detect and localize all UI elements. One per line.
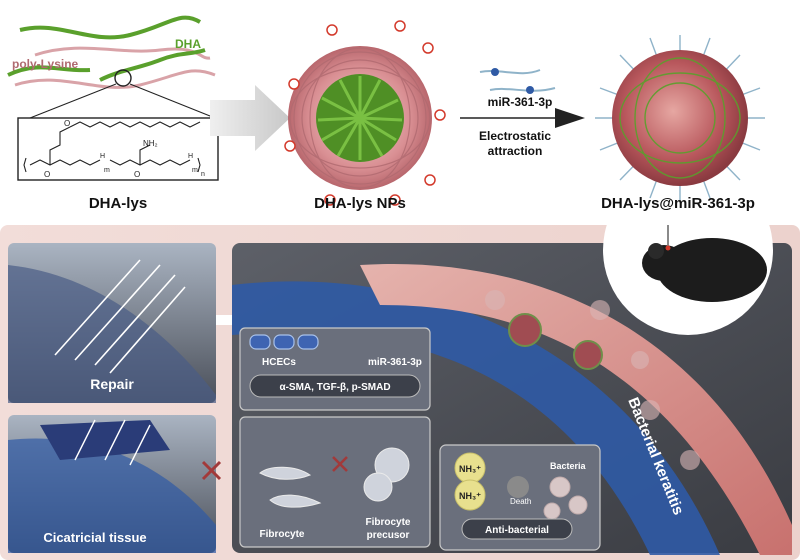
bottom-diagram: Repair Cicatricial tissue HCECs miR-361-… (0, 225, 800, 560)
polylysine-label: poly-Lysine (12, 57, 79, 71)
positive-charges (284, 20, 446, 206)
dha-lys-np (288, 46, 432, 190)
mir-label: miR-361-3p (368, 357, 422, 368)
precursor-label-2: precusor (367, 530, 410, 541)
arrow-to-nps (210, 85, 290, 151)
hcecs-label: HCECs (262, 357, 296, 368)
scar-label: Cicatricial tissue (43, 530, 146, 545)
arrow-text-1: Electrostatic (479, 129, 551, 143)
chem-structure (23, 121, 201, 173)
mirna-label: miR-361-3p (488, 95, 553, 109)
antibacterial-pill (461, 518, 573, 540)
repair-arrows (54, 259, 186, 374)
top-diagram: O O O NH₂ H H m m n (7, 15, 765, 212)
chem-o3: O (134, 170, 140, 179)
tissue-nanoparticles (485, 290, 700, 470)
mouse-illustration (603, 225, 773, 335)
nps-title: DHA-lys NPs (314, 195, 406, 212)
zoom-line-left (29, 83, 117, 119)
chem-o2: O (64, 119, 70, 128)
complex-title: DHA-lys@miR-361-3p (601, 195, 755, 212)
chem-h1: H (100, 153, 105, 160)
bacteria-label: Bacteria (550, 461, 587, 471)
arrow-electrostatic (460, 108, 585, 128)
antibacterial-label: Anti-bacterial (485, 525, 549, 536)
corneal-tissue (360, 263, 792, 555)
dha-label: DHA (175, 37, 201, 51)
mirna-strands (479, 68, 556, 94)
chem-nh2: NH₂ (143, 139, 158, 148)
corneal-layer (232, 281, 720, 555)
cross-mark-fibro (332, 456, 348, 472)
precursor-label-1: Fibrocyte (365, 517, 410, 528)
dha-lys-title: DHA-lys (89, 195, 147, 212)
markers-pill (249, 374, 421, 398)
chem-n: n (201, 171, 205, 178)
cross-mark-scar (201, 460, 222, 481)
fibrocyte-label: Fibrocyte (259, 529, 304, 540)
chem-o1: O (44, 170, 50, 179)
arrow-text-2: attraction (488, 144, 543, 158)
fibrocyte-cells (259, 447, 410, 508)
chem-m1: m (104, 167, 110, 174)
repair-label: Repair (90, 376, 134, 392)
bacteria (543, 476, 588, 520)
zoom-line-right (129, 83, 216, 119)
nh3-spheres (454, 452, 486, 511)
dead-bacteria (507, 476, 529, 498)
scar-arrows (74, 419, 151, 466)
dha-lys-mir-complex (595, 35, 765, 200)
polymer-strands (7, 15, 216, 89)
markers-label: α-SMA, TGF-β, p-SMAD (279, 382, 390, 393)
nh3-b: NH₃⁺ (459, 491, 481, 501)
zoom-circle (114, 69, 132, 87)
death-label: Death (510, 497, 531, 506)
chem-m2: m (192, 167, 198, 174)
chem-h2: H (188, 153, 193, 160)
hcec-cells (249, 334, 319, 350)
nh3-a: NH₃⁺ (459, 464, 481, 474)
fibrocyte-box (239, 416, 431, 548)
